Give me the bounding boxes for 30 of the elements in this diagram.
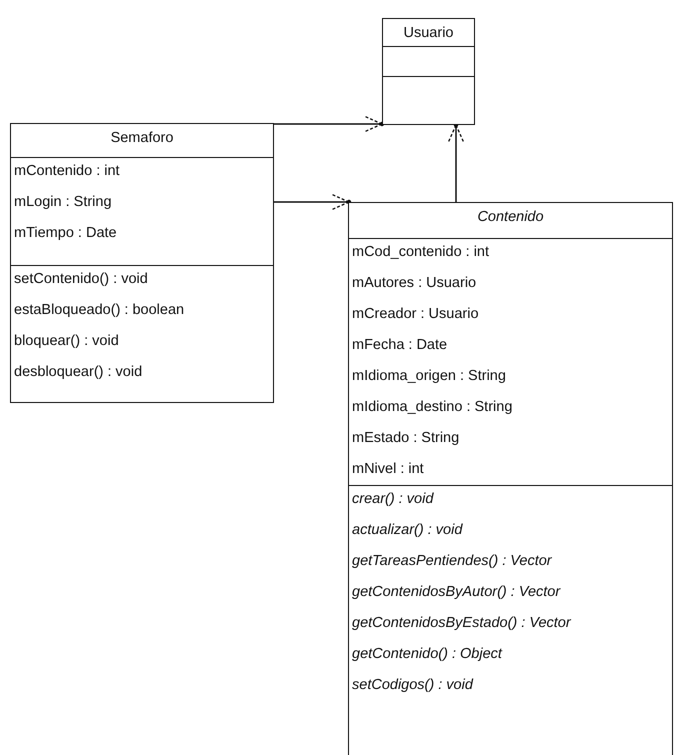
class-name: Contenido (476, 209, 545, 225)
attribute-text: mAutores : Usuario (352, 275, 476, 291)
attribute-text: mCreador : Usuario (352, 306, 479, 322)
class-name: Semaforo (110, 130, 174, 146)
method-text: getContenido() : Object (352, 646, 502, 662)
method-text: desbloquear() : void (14, 364, 142, 380)
method-text: getContenidosByEstado() : Vector (352, 615, 571, 631)
attribute-text: mEstado : String (352, 430, 460, 446)
method-text: actualizar() : void (352, 522, 462, 538)
attribute-text: mFecha : Date (352, 337, 448, 353)
method-text: estaBloqueado() : boolean (14, 302, 184, 318)
class-box (10, 123, 274, 403)
method-text: crear() : void (352, 491, 434, 507)
attribute-text: mNivel : int (352, 461, 424, 477)
attribute-text: mIdioma_origen : String (352, 368, 506, 384)
attribute-text: mLogin : String (14, 194, 112, 210)
attribute-text: mContenido : int (14, 163, 120, 179)
association-arrow (274, 193, 352, 211)
association-arrow (274, 115, 385, 133)
class-box (382, 18, 475, 125)
method-text: getContenidosByAutor() : Vector (352, 584, 560, 600)
attribute-text: mIdioma_destino : String (352, 399, 512, 415)
class-name: Usuario (402, 25, 454, 41)
method-text: getTareasPentiendes() : Vector (352, 553, 552, 569)
class-box (348, 202, 673, 755)
method-text: bloquear() : void (14, 333, 119, 349)
attribute-text: mCod_contenido : int (352, 244, 490, 260)
attribute-text: mTiempo : Date (14, 225, 117, 241)
method-text: setCodigos() : void (352, 677, 473, 693)
method-text: setContenido() : void (14, 271, 148, 287)
